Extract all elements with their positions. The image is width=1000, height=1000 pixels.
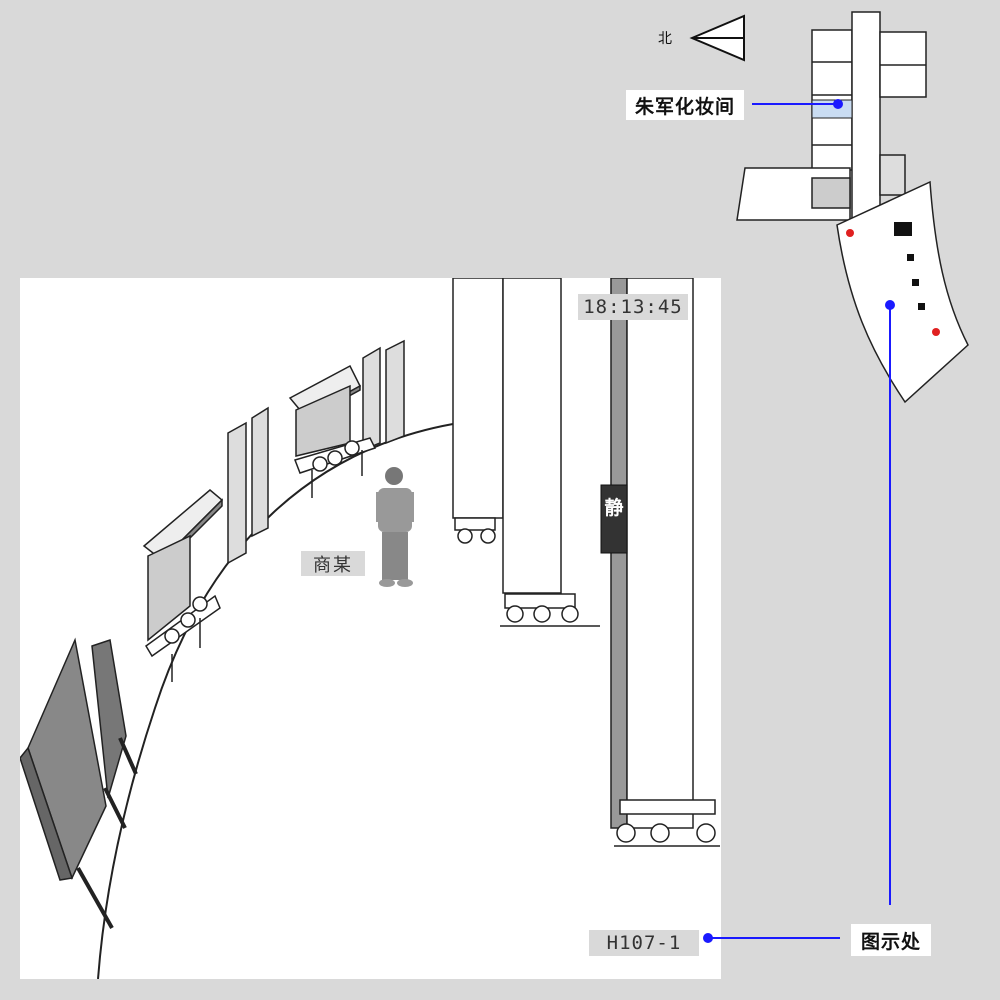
camera-id-overlay: H107-1 [589, 930, 699, 956]
quiet-sign [600, 484, 628, 554]
person-name-tag: 商某 [301, 551, 365, 576]
location-callout: 图示处 [851, 924, 931, 956]
highlight-room [811, 99, 853, 119]
floor-plan-markers [907, 254, 925, 310]
scene-drawing [20, 278, 720, 979]
floor-plan-fixture [894, 222, 912, 236]
curved-wall [97, 423, 454, 979]
vanity-station-far [288, 364, 377, 498]
quiet-sign-text: 静 [604, 497, 624, 519]
floor-plan-rooms [736, 11, 969, 404]
camera-markers [846, 229, 940, 336]
columns [452, 278, 694, 829]
surveillance-frame: 18:13:45 商某 静 H107-1 [20, 278, 721, 979]
compass-label: 北 [658, 31, 672, 47]
person-figure [376, 467, 414, 587]
waiting-benches [454, 517, 720, 847]
callout-lines [703, 99, 895, 943]
display-boards [20, 637, 138, 929]
vanity-station-near [142, 489, 224, 682]
timestamp-overlay: 18:13:45 [578, 294, 688, 320]
room-callout: 朱军化妆间 [626, 90, 744, 120]
wall-pillars [227, 339, 405, 565]
